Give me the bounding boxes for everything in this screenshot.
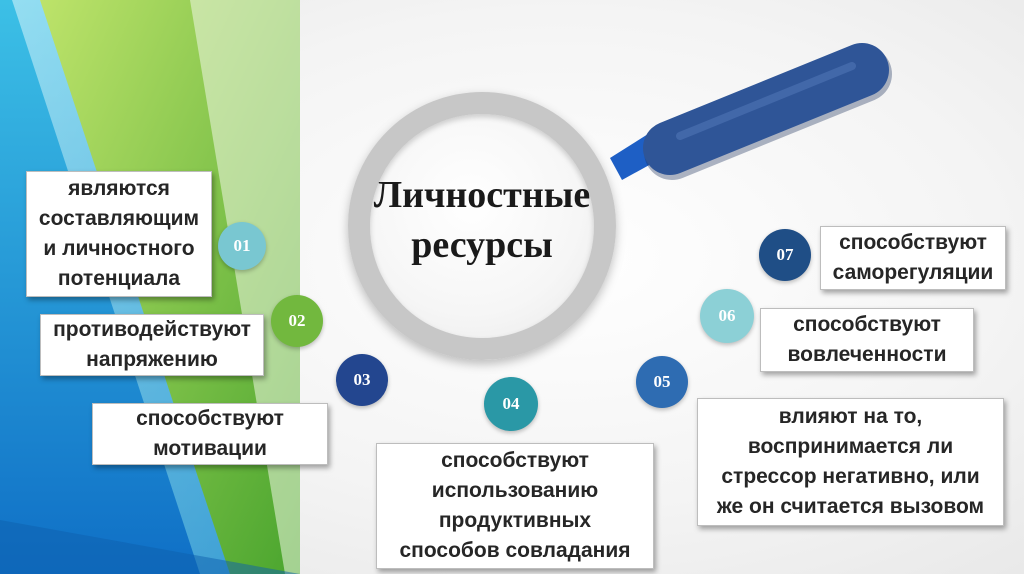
text-line: способствуют bbox=[839, 231, 987, 254]
text-line: потенциала bbox=[57, 267, 181, 290]
text-line: использованию bbox=[431, 479, 599, 502]
text-box-05: влияют на то, воспринимается ли стрессор… bbox=[697, 398, 1004, 526]
text-box-07: способствуют саморегуляции bbox=[820, 226, 1006, 290]
text-line: вовлеченности bbox=[787, 343, 947, 366]
center-title-line: ресурсы bbox=[411, 224, 553, 266]
number-badge-05: 05 bbox=[636, 356, 688, 408]
text-line: мотивации bbox=[153, 437, 267, 460]
number-badge-04: 04 bbox=[484, 377, 538, 431]
magnifier-handle bbox=[610, 43, 892, 180]
text-line: способствуют bbox=[136, 407, 284, 430]
text-box-03: способствуют мотивации bbox=[92, 403, 328, 465]
text-line: влияют на то, bbox=[778, 405, 923, 428]
text-line: составляющим bbox=[38, 207, 200, 230]
text-line: способствуют bbox=[441, 449, 589, 472]
text-line: напряжению bbox=[86, 348, 218, 371]
text-box-01: являются составляющим и личностного поте… bbox=[26, 171, 212, 297]
text-line: способствуют bbox=[793, 313, 941, 336]
number-badge-02: 02 bbox=[271, 295, 323, 347]
number-badge-03: 03 bbox=[336, 354, 388, 406]
number-badge-01: 01 bbox=[218, 222, 266, 270]
text-line: же он считается вызовом bbox=[716, 495, 985, 518]
text-line: стрессор негативно, или bbox=[721, 465, 980, 488]
text-box-04: способствуют использованию продуктивных … bbox=[376, 443, 654, 569]
text-line: являются bbox=[68, 177, 170, 200]
center-title: Личностные ресурсы bbox=[348, 170, 616, 270]
handle-bar bbox=[643, 43, 889, 175]
text-box-06: способствуют вовлеченности bbox=[760, 308, 974, 372]
text-line: воспринимается ли bbox=[747, 435, 954, 458]
center-title-line: Личностные bbox=[373, 174, 591, 216]
text-line: способов совладания bbox=[399, 539, 631, 562]
number-badge-07: 07 bbox=[759, 229, 811, 281]
text-line: продуктивных bbox=[438, 509, 592, 532]
text-line: противодействуют bbox=[53, 318, 251, 341]
text-line: и личностного bbox=[43, 237, 195, 260]
text-box-02: противодействуют напряжению bbox=[40, 314, 264, 376]
number-badge-06: 06 bbox=[700, 289, 754, 343]
text-line: саморегуляции bbox=[832, 261, 994, 284]
